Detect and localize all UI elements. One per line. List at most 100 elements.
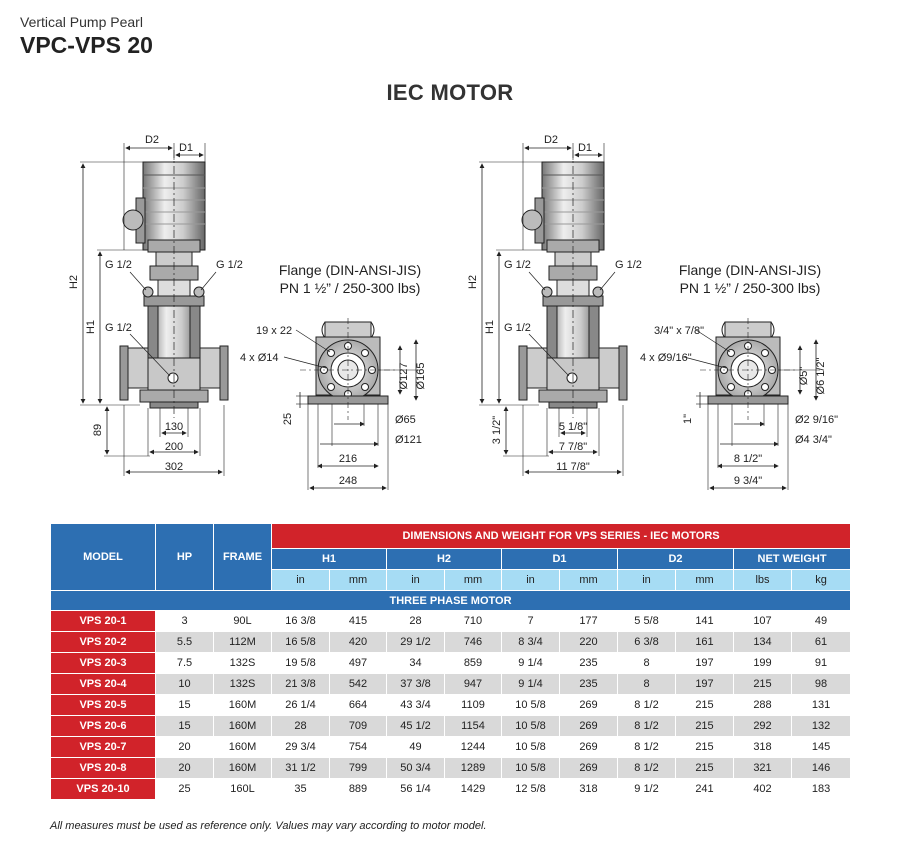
- value-cell: 9 1/2: [617, 778, 676, 800]
- value-cell: 34: [386, 652, 445, 674]
- unit-cell: mm: [444, 569, 502, 591]
- footnote: All measures must be used as reference o…: [50, 820, 487, 832]
- document-subtitle: Vertical Pump Pearl: [20, 14, 143, 30]
- label-raised-face: Ø4 3/4": [795, 434, 832, 446]
- flange-title: Flange (DIN-ANSI-JIS): [679, 262, 821, 278]
- label-flange-od: Ø6 1/2": [815, 357, 827, 394]
- value-cell: 10 5/8: [501, 757, 560, 779]
- value-cell: 43 3/4: [386, 694, 445, 716]
- value-cell: 8 1/2: [617, 736, 676, 758]
- value-cell: 1429: [444, 778, 502, 800]
- unit-cell: in: [386, 569, 445, 591]
- value-cell: 1289: [444, 757, 502, 779]
- hp-cell: 7.5: [155, 652, 214, 674]
- pump-drawing-imperial: D2 D1 H2 H1 3 1/2" G 1/2 G 1/2 G 1/2 5 1…: [467, 134, 642, 476]
- value-cell: 947: [444, 673, 502, 695]
- label-g-right: G 1/2: [615, 259, 642, 271]
- label-h2: H2: [467, 275, 479, 289]
- label-width-inner: 216: [339, 453, 357, 465]
- value-cell: 269: [559, 694, 618, 716]
- label-bore: Ø2 9/16": [795, 414, 838, 426]
- label-h1: H1: [484, 320, 496, 334]
- value-cell: 8 1/2: [617, 757, 676, 779]
- unit-cell: kg: [790, 569, 852, 591]
- hp-cell: 20: [155, 736, 214, 758]
- value-cell: 8: [617, 652, 676, 674]
- model-cell: VPS 20-6: [50, 715, 156, 737]
- label-bolt-circle: Ø5": [798, 367, 810, 386]
- unit-cell: in: [271, 569, 330, 591]
- document-title: VPC-VPS 20: [20, 32, 153, 58]
- value-cell: 45 1/2: [386, 715, 445, 737]
- value-cell: 141: [675, 610, 734, 632]
- value-cell: 50 3/4: [386, 757, 445, 779]
- value-cell: 28: [386, 610, 445, 632]
- flange-drawing-metric: Flange (DIN-ANSI-JIS) PN 1 ½” / 250-300 …: [240, 262, 427, 490]
- value-cell: 21 3/8: [271, 673, 330, 695]
- value-cell: 146: [790, 757, 852, 779]
- value-cell: 28: [271, 715, 330, 737]
- value-cell: 19 5/8: [271, 652, 330, 674]
- value-cell: 269: [559, 736, 618, 758]
- value-cell: 235: [559, 673, 618, 695]
- frame-cell: 160M: [213, 757, 272, 779]
- value-cell: 12 5/8: [501, 778, 560, 800]
- label-dim-200: 200: [165, 441, 183, 453]
- section-title: IEC MOTOR: [386, 80, 514, 105]
- value-cell: 16 3/8: [271, 610, 330, 632]
- value-cell: 98: [790, 673, 852, 695]
- value-cell: 131: [790, 694, 852, 716]
- value-cell: 215: [675, 694, 734, 716]
- dimensions-table: MODEL HP FRAME DIMENSIONS AND WEIGHT FOR…: [49, 523, 852, 800]
- value-cell: 889: [329, 778, 387, 800]
- value-cell: 10 5/8: [501, 715, 560, 737]
- value-cell: 1109: [444, 694, 502, 716]
- value-cell: 183: [790, 778, 852, 800]
- header-d1: D1: [501, 548, 618, 570]
- label-width-outer: 248: [339, 475, 357, 487]
- value-cell: 497: [329, 652, 387, 674]
- label-g-left: G 1/2: [504, 259, 531, 271]
- header-d2: D2: [617, 548, 734, 570]
- value-cell: 7: [501, 610, 560, 632]
- unit-cell: lbs: [733, 569, 792, 591]
- value-cell: 199: [733, 652, 792, 674]
- label-bore: Ø65: [395, 414, 416, 426]
- header-net-weight: NET WEIGHT: [732, 548, 852, 570]
- value-cell: 56 1/4: [386, 778, 445, 800]
- frame-cell: 112M: [213, 631, 272, 653]
- value-cell: 241: [675, 778, 734, 800]
- model-cell: VPS 20-2: [50, 631, 156, 653]
- value-cell: 49: [790, 610, 852, 632]
- label-raised-face: Ø121: [395, 434, 422, 446]
- hp-cell: 10: [155, 673, 214, 695]
- label-base-height: 89: [92, 424, 104, 436]
- pump-drawing-metric: D2 D1 H2 H1 89 G 1/2 G 1/2 G 1/2 130 200…: [68, 134, 243, 476]
- frame-cell: 132S: [213, 673, 272, 695]
- value-cell: 215: [733, 673, 792, 695]
- label-holes: 4 x Ø9/16": [640, 352, 692, 364]
- value-cell: 402: [733, 778, 792, 800]
- value-cell: 16 5/8: [271, 631, 330, 653]
- value-cell: 177: [559, 610, 618, 632]
- value-cell: 8 1/2: [617, 715, 676, 737]
- label-g-drain: G 1/2: [105, 322, 132, 334]
- frame-cell: 90L: [213, 610, 272, 632]
- value-cell: 91: [790, 652, 852, 674]
- hp-cell: 15: [155, 694, 214, 716]
- value-cell: 5 5/8: [617, 610, 676, 632]
- value-cell: 220: [559, 631, 618, 653]
- value-cell: 161: [675, 631, 734, 653]
- label-flange-height: 25: [282, 413, 294, 425]
- header-hp: HP: [155, 523, 214, 591]
- value-cell: 35: [271, 778, 330, 800]
- unit-cell: in: [501, 569, 560, 591]
- label-dim-130: 5 1/8": [559, 421, 587, 433]
